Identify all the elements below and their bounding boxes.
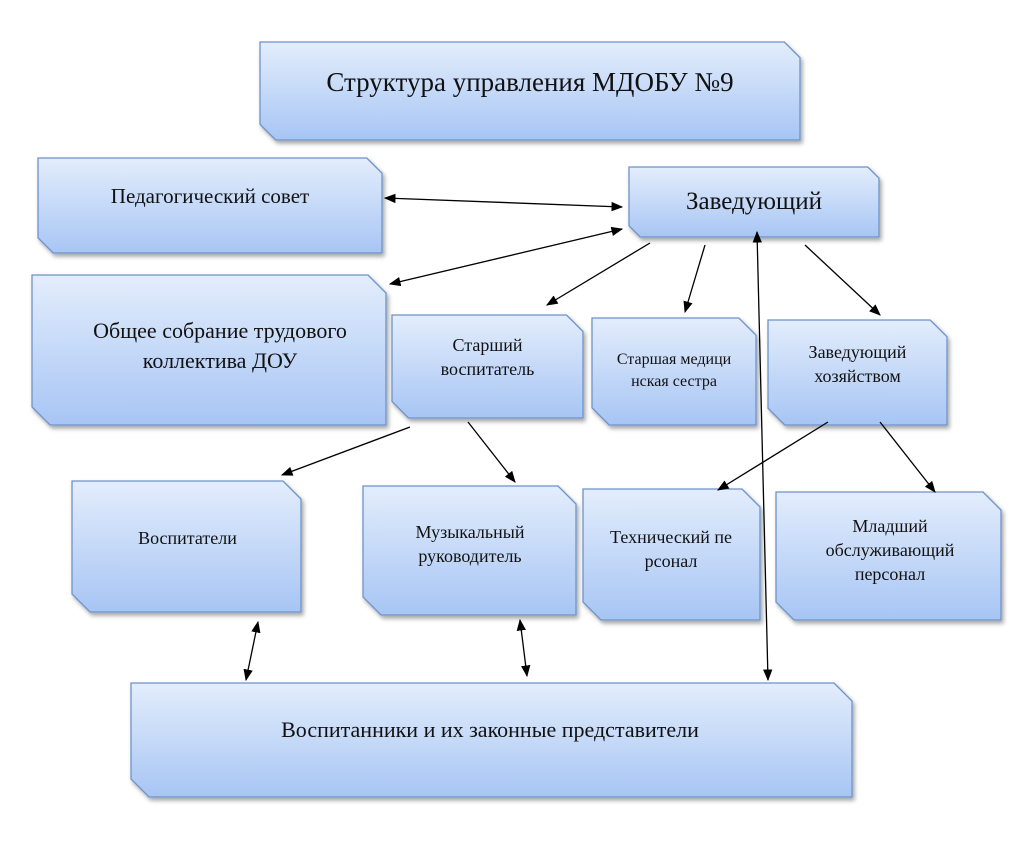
arrow-supply-junior (879, 421, 936, 493)
node-ped-council: Педагогический совет (110, 183, 310, 208)
head-box (628, 166, 880, 238)
arrow-head-pupils (752, 230, 773, 682)
arrow-ped-head (383, 193, 624, 212)
node-tech-staff: Технический персонал (610, 526, 732, 571)
node-music-director: Музыкальный руководитель (415, 521, 525, 566)
node-head: Заведующий (686, 188, 822, 216)
arrow-head-supply (804, 244, 881, 316)
arrow-teachers-pupils (243, 620, 261, 682)
senior-teacher-box (391, 314, 584, 419)
node-teachers: Воспитатели (138, 527, 237, 548)
ped-council-box (37, 157, 383, 254)
node-general-meeting: Общее собрание трудового коллектива ДОУ (93, 318, 347, 373)
arrow-meeting-head (388, 226, 624, 287)
node-pupils: Воспитанники и их законные представители (281, 717, 699, 743)
arrow-supply-tech (717, 421, 829, 491)
music-director-box (362, 485, 577, 616)
arrow-head-senior-teacher (545, 242, 651, 306)
arrow-music-pupils (516, 618, 531, 678)
diagram-title: Структура управления МДОБУ №9 (326, 66, 734, 97)
general-meeting-box (31, 274, 387, 426)
node-senior-teacher: Старший воспитатель (440, 334, 535, 379)
node-supply-manager: Заведующий хозяйством (808, 341, 907, 386)
junior-staff-box (775, 491, 1002, 621)
node-junior-staff: Младший обслуживающий персонал (825, 515, 955, 585)
arrow-senior-music (467, 421, 516, 483)
node-senior-nurse: Старшая медицинская сестра (616, 351, 732, 390)
title-box (259, 41, 801, 141)
teachers-box (71, 480, 302, 613)
arrow-head-nurse (683, 244, 706, 314)
pupils-box (130, 682, 853, 798)
arrow-senior-teachers (280, 426, 411, 476)
